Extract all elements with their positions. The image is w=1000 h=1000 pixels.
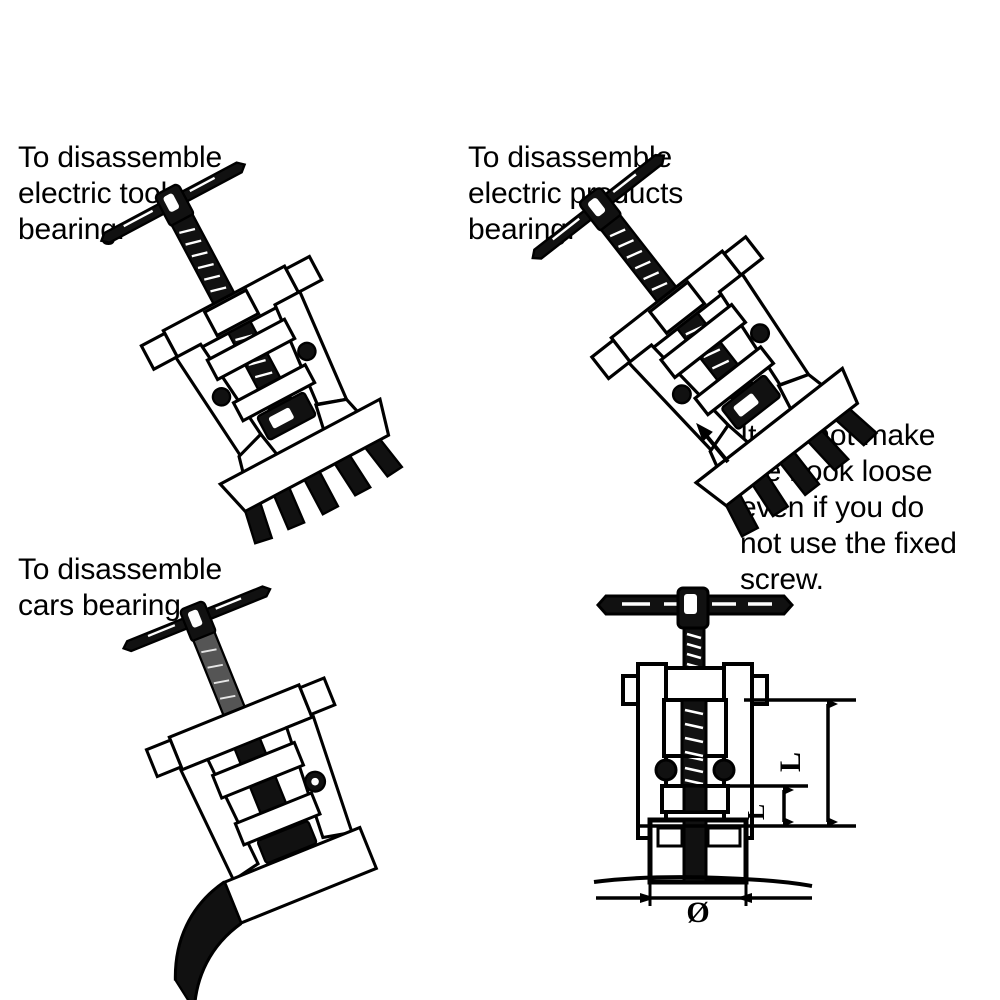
caption-cars-bearing: To disassemble cars bearing. <box>18 553 222 622</box>
dimension-label-overall-length: L <box>774 752 807 772</box>
figure-electric-products-bearing <box>510 133 896 548</box>
figure-electric-tool-bearing <box>80 143 421 554</box>
dimension-annotations <box>596 698 856 906</box>
pivot-bolt-right <box>712 758 736 782</box>
base-line <box>593 875 813 888</box>
dimension-label-diameter: Ø <box>686 896 709 929</box>
dimension-label-jaw-depth: L <box>744 804 770 820</box>
figure-front-elevation <box>593 586 813 888</box>
jaw-arms <box>636 662 754 840</box>
caption-electric-products-bearing: To disassemble electric products bearing… <box>468 141 683 246</box>
caption-electric-tool-bearing: To disassemble electric tool bearing. <box>18 141 222 246</box>
bottom-jaw <box>647 817 749 885</box>
pivot-bolt-left <box>654 758 678 782</box>
hook-callout-arrow <box>696 422 730 464</box>
figure-cars-bearing <box>45 567 423 1000</box>
